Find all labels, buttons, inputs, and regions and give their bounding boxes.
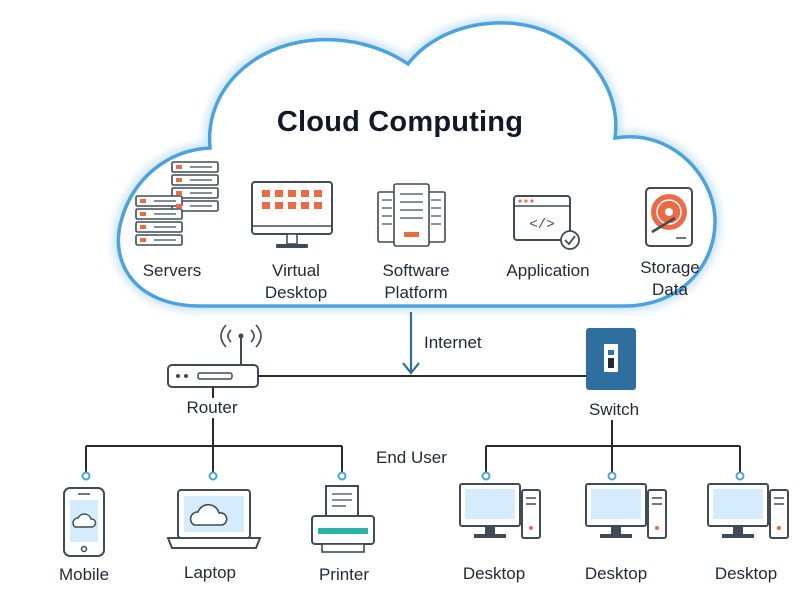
end-user-label: End User [376,448,447,467]
servers-label: Servers [142,261,202,280]
mobile-icon [63,487,105,557]
printer-label: Printer [318,565,370,584]
laptop-icon [166,489,262,549]
router-tree [85,387,343,475]
desktop-label-2: Desktop [584,564,648,583]
router-icon [167,324,262,388]
printer-icon [311,485,375,553]
desktop-icon-3 [707,483,789,539]
application-label: Application [506,261,590,280]
software-platform-icon [377,183,446,247]
virtual-desktop-label-line2: Desktop [264,283,328,302]
router-label: Router [186,398,238,417]
storage-data-label-line2: Data [652,280,688,299]
servers-icon [135,161,219,246]
page-title: Cloud Computing [276,106,524,138]
storage-data-icon [645,187,693,247]
virtual-desktop-label-line1: Virtual [272,261,320,280]
desktop-icon-2 [585,483,667,539]
desktop-label-3: Desktop [714,564,778,583]
software-platform-label-line2: Platform [384,283,448,302]
storage-data-label-line1: Storage [640,258,700,277]
code-glyph-icon: </> [529,217,554,233]
software-platform-label-line1: Software [382,261,450,280]
switch-icon [586,328,636,390]
switch-tree [485,420,741,475]
laptop-label: Laptop [184,563,236,582]
virtual-desktop-icon [251,181,333,248]
switch-label: Switch [588,400,640,419]
internet-label: Internet [424,333,482,352]
internet-arrow [402,312,420,375]
connector-dots [81,471,745,481]
desktop-label-1: Desktop [462,564,526,583]
application-icon: </> [513,195,580,250]
mobile-label: Mobile [58,565,110,584]
desktop-icon-1 [459,483,541,539]
